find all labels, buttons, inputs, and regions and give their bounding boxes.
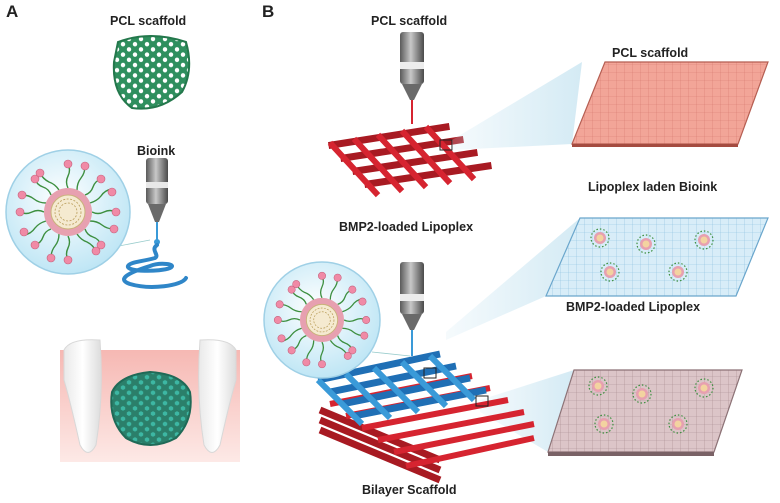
sheet-bilayer xyxy=(547,369,743,456)
pcl-scaffold-green xyxy=(112,35,191,110)
dental-defect-illustration xyxy=(60,339,240,462)
bioink-label: Bioink xyxy=(137,144,176,158)
pcl-scaffold-label-b: PCL scaffold xyxy=(371,14,448,28)
printer-bilayer xyxy=(400,262,424,356)
bioink-coil xyxy=(122,243,188,289)
bilayer-grid-scaffold xyxy=(315,350,535,484)
sheet-pcl xyxy=(571,61,769,147)
lipoplex-bubble-b xyxy=(263,261,411,379)
zoom-cone-1 xyxy=(452,62,582,150)
sheet-bioink-label: Lipoplex laden Bioink xyxy=(588,180,718,194)
pcl-scaffold-label-a: PCL scaffold xyxy=(110,14,187,28)
printer-pcl xyxy=(400,32,424,124)
sheet-pcl-label: PCL scaffold xyxy=(612,46,689,60)
bilayer-scaffold-label: Bilayer Scaffold xyxy=(362,483,457,497)
zoom-cone-3 xyxy=(480,370,574,452)
zoom-cone-2 xyxy=(446,218,580,340)
printer-bioink xyxy=(146,158,168,245)
lipoplex-bubble-a xyxy=(5,149,151,275)
bmp2-lipoplex-label-left: BMP2-loaded Lipoplex xyxy=(339,220,474,234)
panel-label-b: B xyxy=(262,2,275,21)
panel-label-a: A xyxy=(6,2,19,21)
sheet-bioink xyxy=(545,217,769,297)
pcl-grid-scaffold xyxy=(327,122,492,198)
sheet-lipoplex-label: BMP2-loaded Lipoplex xyxy=(566,300,701,314)
